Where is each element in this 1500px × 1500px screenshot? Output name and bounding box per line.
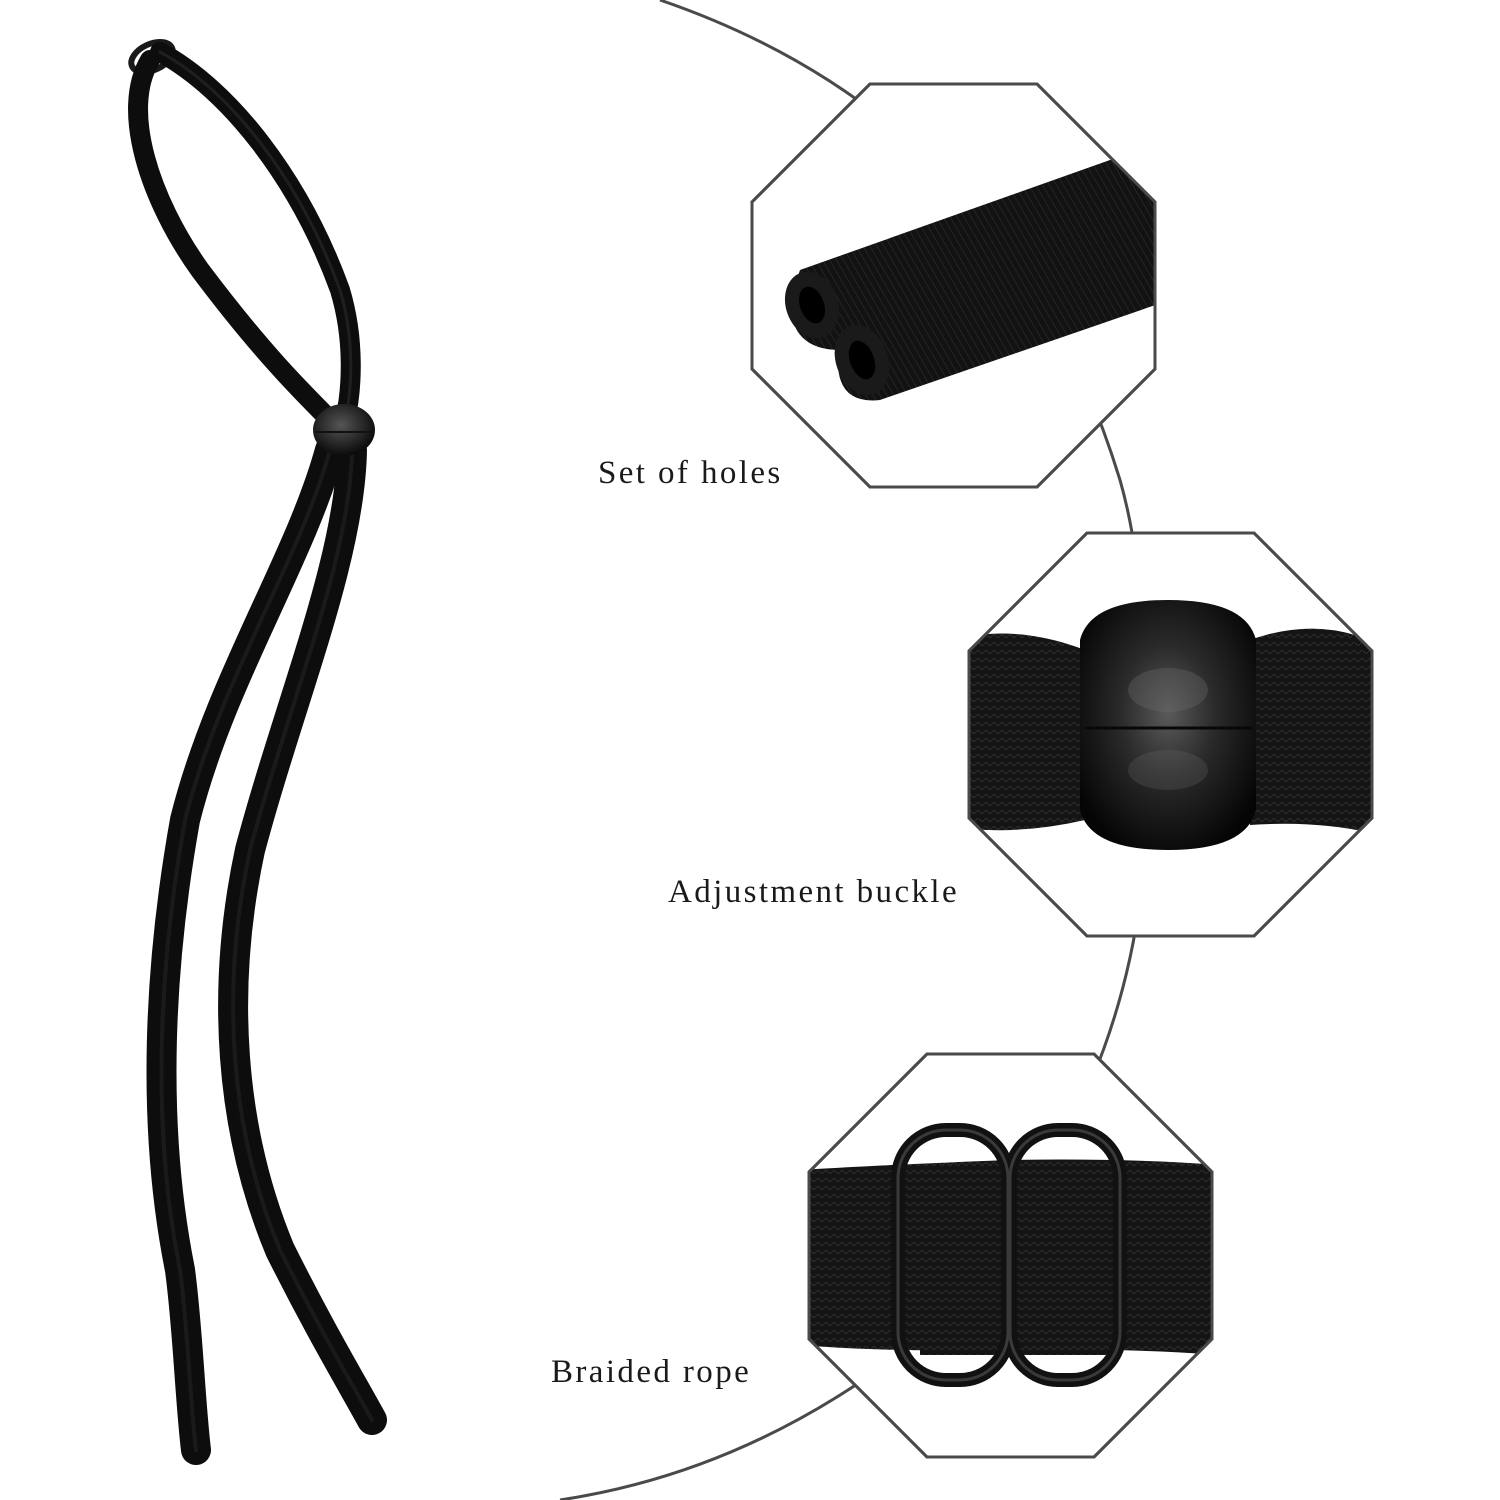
eyewear-strap [128,38,387,1465]
callout-buckle [967,531,1374,938]
callout-rope [807,1052,1214,1459]
callout-holes [750,82,1157,489]
slide-buckle-icon [809,1123,1212,1387]
adjustment-bead-icon [969,600,1372,850]
label-adjustment-buckle: Adjustment buckle [668,874,960,910]
strap-bead [313,404,375,456]
strap-end-holes-icon [784,158,1155,401]
label-set-of-holes: Set of holes [598,455,783,491]
label-braided-rope: Braided rope [551,1354,752,1390]
